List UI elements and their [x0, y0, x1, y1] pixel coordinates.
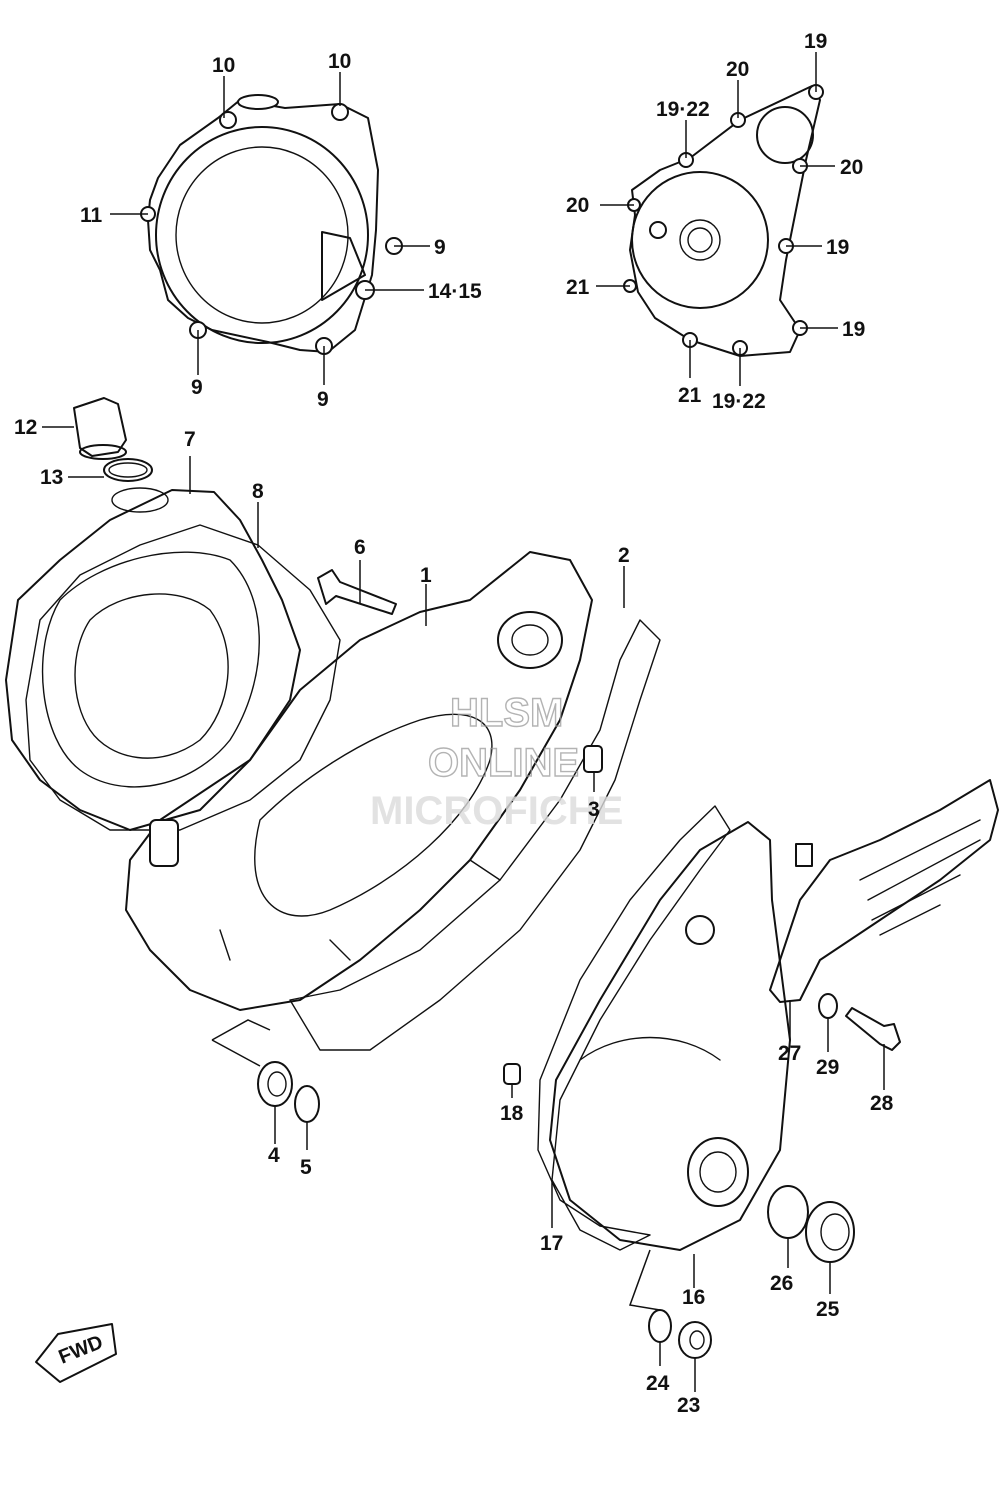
circlip-5-part[interactable]: [294, 1085, 320, 1123]
callout-labels: 10 10 11 9 14·15 9 9 19 20 19·22 20 20 1…: [14, 30, 894, 1417]
callout-2: 2: [618, 544, 630, 567]
crankcase-1-part[interactable]: [125, 551, 593, 1011]
callout-4: 4: [268, 1144, 280, 1167]
callout-21b: 21: [678, 384, 702, 407]
gasket-17-part[interactable]: [537, 805, 731, 1251]
sprocket-cover-27-part[interactable]: [769, 779, 999, 1003]
svg-text:ONLINE: ONLINE: [428, 741, 579, 785]
callout-19b: 19: [826, 236, 849, 259]
callout-25: 25: [816, 1298, 840, 1321]
callout-3: 3: [588, 798, 600, 821]
callout-10b: 10: [328, 50, 351, 73]
callout-20b: 20: [840, 156, 863, 179]
callout-20a: 20: [726, 58, 749, 81]
leader-lines: [42, 52, 885, 1392]
bolt-28-part[interactable]: [845, 1007, 901, 1051]
svg-text:HLSM: HLSM: [450, 691, 563, 735]
callout-17: 17: [540, 1232, 563, 1255]
callout-24: 24: [646, 1372, 670, 1395]
bolt-6-part[interactable]: [317, 569, 397, 615]
callout-13: 13: [40, 466, 63, 489]
callout-6: 6: [354, 536, 366, 559]
callout-1: 1: [420, 564, 432, 587]
dowel-pin-18-part[interactable]: [503, 1063, 521, 1085]
gasket-8-part[interactable]: [25, 524, 341, 831]
callout-9b: 9: [191, 376, 203, 399]
callout-18: 18: [500, 1102, 524, 1125]
callout-19c: 19: [842, 318, 865, 341]
callout-8: 8: [252, 480, 264, 503]
callout-10a: 10: [212, 54, 235, 77]
clutch-cover-part[interactable]: [140, 94, 403, 355]
dowel-pin-3-part[interactable]: [583, 745, 603, 773]
callout-7: 7: [184, 428, 196, 451]
crankcase-cover-7-part[interactable]: [5, 487, 301, 831]
o-ring-26-part[interactable]: [767, 1185, 809, 1239]
water-pump-cover-part[interactable]: [623, 84, 824, 357]
callout-9a: 9: [434, 236, 446, 259]
callout-19-22a: 19·22: [656, 98, 710, 121]
o-ring-24-part[interactable]: [648, 1309, 672, 1343]
callout-5: 5: [300, 1156, 312, 1179]
callout-19-22b: 19·22: [712, 390, 766, 413]
callout-27: 27: [778, 1042, 801, 1065]
callout-14-15: 14·15: [428, 280, 482, 303]
svg-text:MICROFICHE: MICROFICHE: [370, 789, 623, 833]
callout-11: 11: [80, 204, 103, 227]
forward-direction-arrow: FWD: [35, 1323, 117, 1383]
cap-23-part[interactable]: [678, 1321, 712, 1359]
o-ring-13-part[interactable]: [103, 458, 153, 482]
callout-23: 23: [677, 1394, 700, 1417]
oil-seal-4-part[interactable]: [257, 1061, 293, 1107]
washer-29-part[interactable]: [818, 993, 838, 1019]
callout-28: 28: [870, 1092, 894, 1115]
callout-20c: 20: [566, 194, 589, 217]
callout-19a: 19: [804, 30, 827, 53]
plug-25-part[interactable]: [805, 1201, 855, 1263]
oil-filler-cap-part[interactable]: [73, 397, 127, 460]
callout-9c: 9: [317, 388, 329, 411]
callout-12: 12: [14, 416, 37, 439]
gasket-2-part[interactable]: [289, 619, 661, 1051]
callout-21a: 21: [566, 276, 590, 299]
callout-29: 29: [816, 1056, 839, 1079]
watermark: HLSM ONLINE MICROFICHE: [370, 690, 623, 833]
callout-26: 26: [770, 1272, 793, 1295]
magneto-cover-16-part[interactable]: [549, 821, 791, 1251]
callout-16: 16: [682, 1286, 705, 1309]
